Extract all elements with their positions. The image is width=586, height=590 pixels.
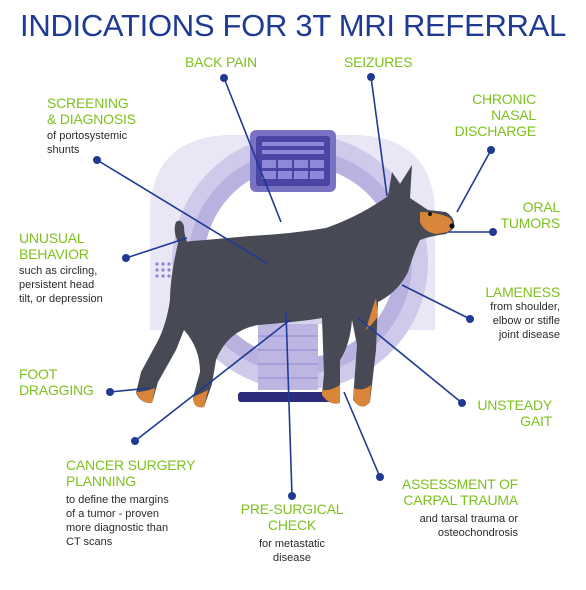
label-unsteady-gait: UNSTEADY GAIT xyxy=(477,397,552,429)
label-cancer-surgery: CANCER SURGERY PLANNING xyxy=(66,457,196,489)
label-oral-tumors: ORAL TUMORS xyxy=(500,199,561,231)
desc-unusual-behavior: such as circling, persistent head tilt, … xyxy=(19,265,103,305)
label-back-pain: BACK PAIN xyxy=(185,54,257,70)
label-chronic-nasal: CHRONIC NASAL DISCHARGE xyxy=(454,91,537,139)
desc-pre-surgical: for metastatic disease xyxy=(258,538,326,564)
desc-screening: of portosystemic shunts xyxy=(47,130,128,156)
label-seizures: SEIZURES xyxy=(344,54,413,70)
page-title: INDICATIONS FOR 3T MRI REFERRAL xyxy=(20,8,566,43)
label-foot-dragging: FOOT DRAGGING xyxy=(19,366,94,398)
label-unusual-behavior: UNUSUAL BEHAVIOR xyxy=(19,230,89,262)
desc-carpal-trauma: and tarsal trauma or osteochondrosis xyxy=(419,513,518,539)
label-carpal-trauma: ASSESSMENT OF CARPAL TRAUMA xyxy=(401,476,518,508)
label-pre-surgical: PRE-SURGICAL CHECK xyxy=(240,501,344,533)
desc-lameness: from shoulder, elbow or stifle joint dis… xyxy=(490,301,560,341)
connector-lines xyxy=(96,76,493,497)
label-screening: SCREENING & DIAGNOSIS xyxy=(47,95,136,127)
doberman-dog-icon xyxy=(136,165,455,408)
connector-dots xyxy=(93,73,497,500)
label-lameness: LAMENESS xyxy=(485,284,560,300)
desc-cancer-surgery: to define the margins of a tumor - prove… xyxy=(66,494,169,548)
